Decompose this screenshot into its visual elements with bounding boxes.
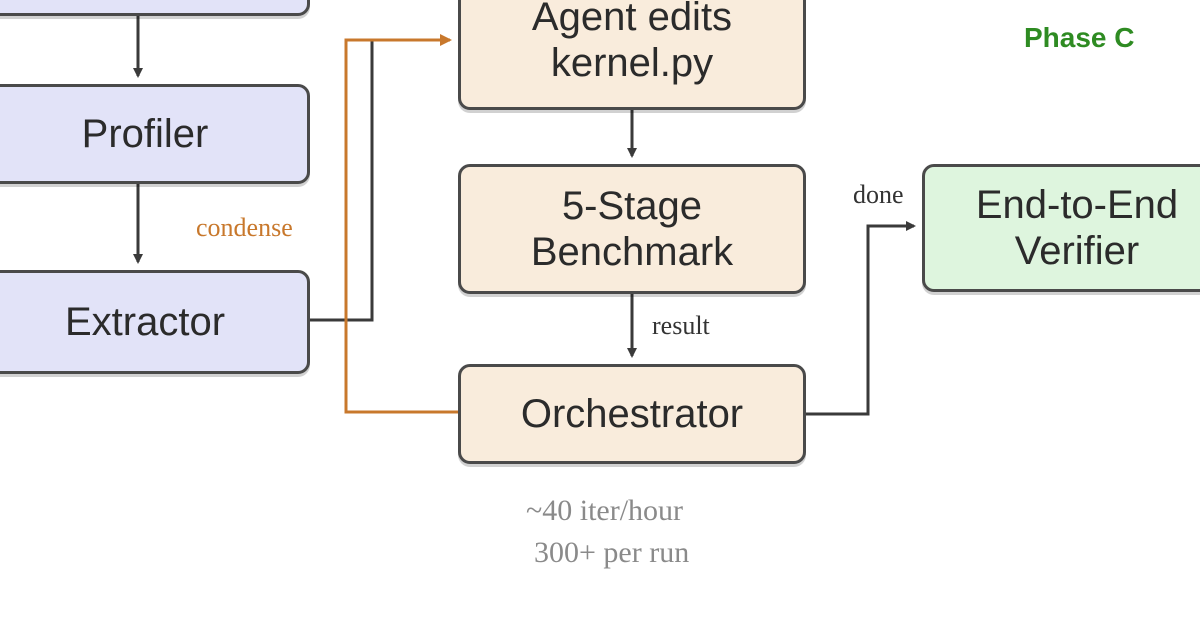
done-label: done xyxy=(853,180,904,209)
profiler-label: Profiler xyxy=(81,112,209,156)
verifier-label-line2: Verifier xyxy=(1014,229,1140,273)
result-label: result xyxy=(652,311,710,340)
verifier-label-line1: End-to-End xyxy=(975,183,1179,227)
throughput-note-line2: 300+ per run xyxy=(534,536,690,569)
arrow-extractor-to-agent xyxy=(310,35,450,322)
agent-edits-label-line1: Agent edits xyxy=(531,0,733,39)
arrow-condense-loop xyxy=(344,34,458,414)
benchmark-label-line2: Benchmark xyxy=(530,230,734,274)
arrow-orchestrator-to-verifier xyxy=(806,221,916,416)
profiler-node: Profiler xyxy=(0,84,310,184)
upstream-node xyxy=(0,0,310,16)
benchmark-label-line1: 5-Stage xyxy=(561,184,703,228)
phase-label: Phase C xyxy=(1024,22,1135,53)
extractor-node: Extractor xyxy=(0,270,310,374)
agent-edits-node: Agent edits kernel.py xyxy=(458,0,806,110)
extractor-label: Extractor xyxy=(64,300,226,344)
benchmark-node: 5-Stage Benchmark xyxy=(458,164,806,294)
verifier-node: End-to-End Verifier xyxy=(922,164,1200,292)
orchestrator-label: Orchestrator xyxy=(520,392,744,436)
agent-edits-label-line2: kernel.py xyxy=(550,41,714,85)
orchestrator-node: Orchestrator xyxy=(458,364,806,464)
throughput-note-line1: ~40 iter/hour xyxy=(526,494,684,527)
condense-label: condense xyxy=(196,213,293,242)
